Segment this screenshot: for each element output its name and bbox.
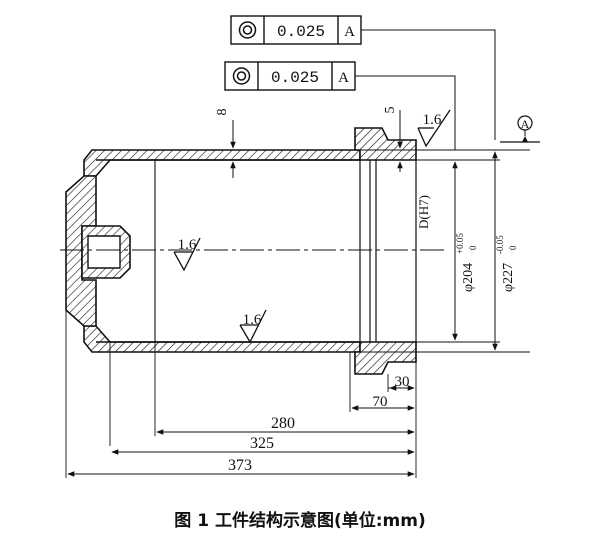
figure-caption: 图 1 工件结构示意图(单位:mm) <box>174 510 425 531</box>
roughness-symbol-2: 1.6 <box>173 237 201 272</box>
dim-outer-lower-tol: 0 <box>508 245 518 250</box>
datum-a-marker: A <box>500 115 540 143</box>
dim-outer-upper-tol: -0.05 <box>495 235 505 254</box>
concentricity-icon <box>238 21 257 39</box>
dim-bore-lower-tol: 0 <box>468 245 478 250</box>
dim-len-325: 325 <box>250 435 274 452</box>
workpiece-section <box>65 127 417 375</box>
dim-len-70: 70 <box>373 394 388 410</box>
dim-len-280: 280 <box>271 415 295 432</box>
dim-bore-diameter: φ204 <box>461 263 476 292</box>
dim-outer-diameter: φ227 <box>501 263 516 292</box>
roughness-symbol-1: 1.6 <box>417 109 451 148</box>
dim-wall-thickness: 8 <box>215 109 230 116</box>
tolerance-datum-2: A <box>338 70 349 86</box>
roughness-symbol-3: 1.6 <box>239 309 267 344</box>
tolerance-frame-2: 0.025 A <box>224 61 356 91</box>
datum-label: A <box>521 117 530 131</box>
tolerance-value-2: 0.025 <box>271 69 319 87</box>
tolerance-frame-1: 0.025 A <box>230 15 362 45</box>
dim-flange-step: 5 <box>383 107 398 114</box>
tolerance-value-1: 0.025 <box>277 23 325 41</box>
roughness-value-2: 1.6 <box>178 237 197 253</box>
dim-len-373: 373 <box>228 457 252 474</box>
dim-bore-fit: D(H7) <box>416 195 431 229</box>
roughness-value-3: 1.6 <box>243 312 262 328</box>
tolerance-datum-1: A <box>344 24 355 40</box>
concentricity-icon <box>232 67 251 85</box>
dim-bore-upper-tol: +0.05 <box>455 233 465 254</box>
dim-len-30: 30 <box>395 374 410 390</box>
roughness-value-1: 1.6 <box>423 112 442 128</box>
